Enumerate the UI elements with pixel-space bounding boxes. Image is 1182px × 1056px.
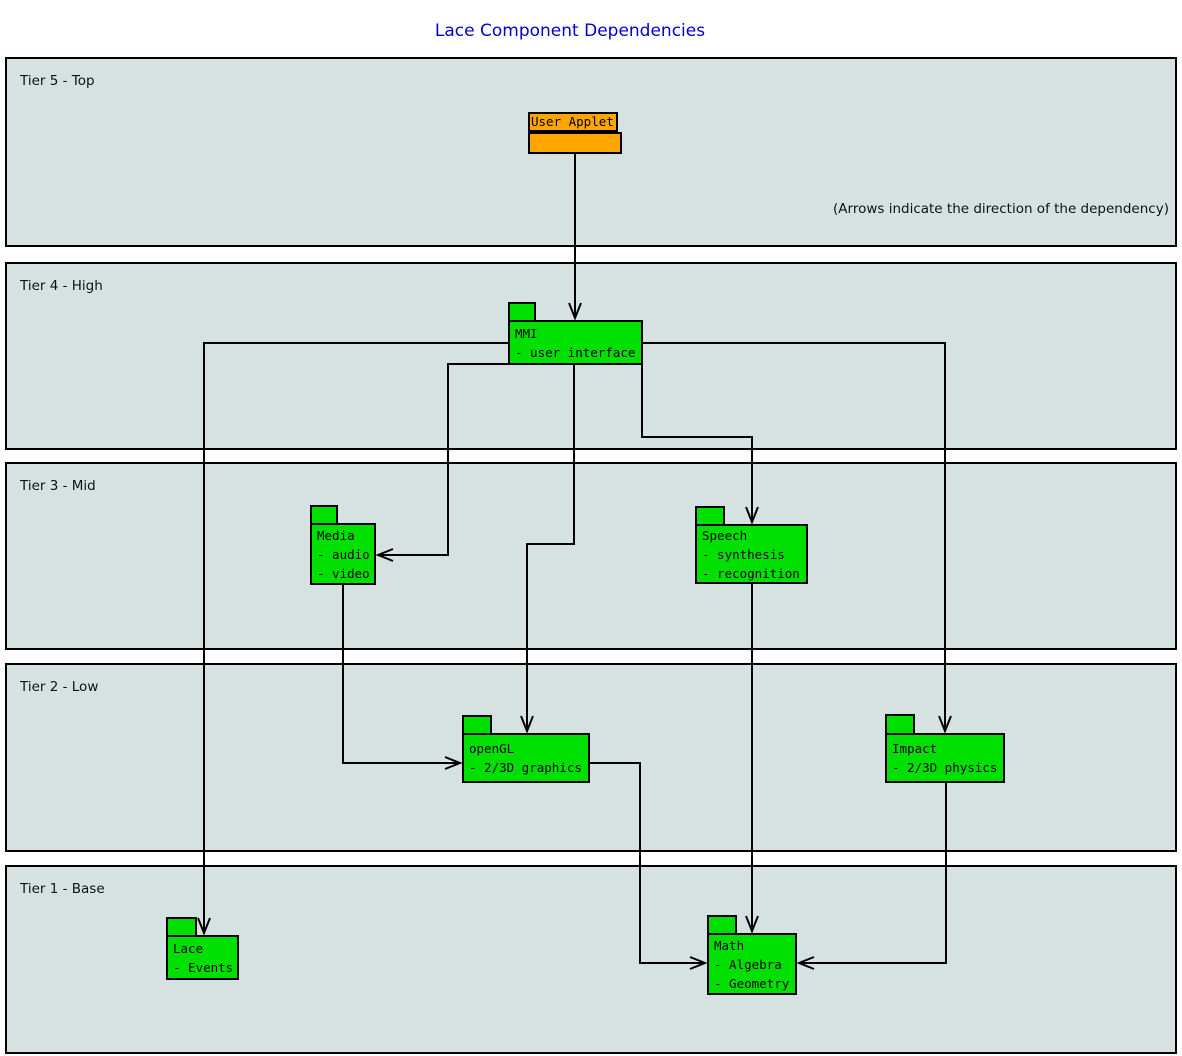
package-tab xyxy=(707,915,737,935)
package-tab xyxy=(885,714,915,735)
component-detail: - video xyxy=(317,565,370,581)
connector-mmi-to-media xyxy=(375,363,508,562)
tier-label: Tier 3 - Mid xyxy=(20,478,96,494)
tier-label: Tier 1 - Base xyxy=(20,881,105,897)
user-applet-body xyxy=(528,132,622,154)
component-detail: - recognition xyxy=(702,565,800,581)
package-tab xyxy=(695,506,725,526)
package-body: Media - audio - video xyxy=(310,523,376,585)
tier-label: Tier 2 - Low xyxy=(20,679,99,695)
component-title: MMI xyxy=(515,325,538,341)
package-body: Impact - 2/3D physics xyxy=(885,733,1005,783)
connector-mmi-to-impact xyxy=(643,342,952,734)
package-tab xyxy=(166,917,197,937)
package-body: openGL - 2/3D graphics xyxy=(462,733,590,783)
component-detail: - 2/3D graphics xyxy=(469,760,582,775)
annotation-note: (Arrows indicate the direction of the de… xyxy=(833,201,1169,217)
component-detail: - synthesis xyxy=(702,546,785,562)
page-title: Lace Component Dependencies xyxy=(434,21,706,41)
package-tab xyxy=(508,302,536,322)
connector-mmi-to-opengl xyxy=(520,365,575,734)
component-detail: - Algebra xyxy=(714,956,782,972)
connector-opengl-to-math xyxy=(590,762,708,970)
component-title: Lace xyxy=(173,940,204,956)
package-tab xyxy=(310,505,338,525)
tier-label: Tier 5 - Top xyxy=(20,73,95,89)
component-title: openGL xyxy=(469,741,515,756)
package-body: Math - Algebra - Geometry xyxy=(707,933,797,995)
connector-mmi-to-lace xyxy=(197,342,508,936)
component-title: Impact xyxy=(892,741,938,756)
component-title: Media xyxy=(317,527,355,543)
package-tab xyxy=(462,715,492,735)
connector-impact-to-math xyxy=(796,783,947,970)
component-title: Speech xyxy=(702,527,748,543)
component-detail: - Events xyxy=(173,959,234,975)
tier-band-3-mid: Tier 3 - Mid xyxy=(5,462,1177,650)
connector-media-to-opengl xyxy=(342,585,463,770)
tier-label: Tier 4 - High xyxy=(20,278,103,294)
user-applet-label: User Applet xyxy=(528,112,618,132)
package-body: Speech - synthesis - recognition xyxy=(695,524,808,584)
component-detail: - Geometry xyxy=(714,975,790,991)
tier-band-2-low: Tier 2 - Low xyxy=(5,663,1177,852)
component-detail: - audio xyxy=(317,546,370,562)
component-detail: - user interface xyxy=(515,344,636,360)
package-body: Lace - Events xyxy=(166,935,239,980)
component-detail: - 2/3D physics xyxy=(892,760,998,775)
package-body: MMI - user interface xyxy=(508,320,643,365)
connector-mmi-to-speech xyxy=(641,365,759,525)
component-title: Math xyxy=(714,937,745,953)
